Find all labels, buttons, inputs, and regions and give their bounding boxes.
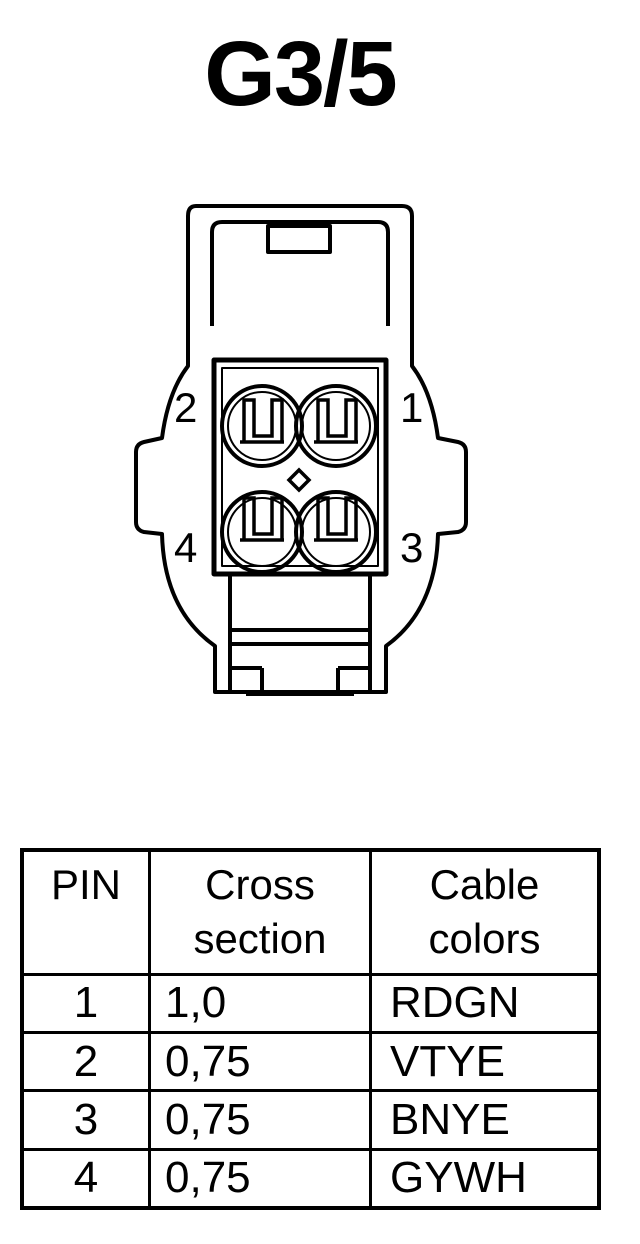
header-cross-section-line1: Cross — [205, 861, 315, 908]
pin-label-4: 4 — [174, 524, 197, 571]
cell-pin: 4 — [20, 1147, 151, 1210]
connector-diagram: 2 1 4 3 — [134, 204, 468, 696]
cell-cross-section: 0,75 — [148, 1089, 372, 1151]
polarization-diamond — [286, 467, 312, 493]
latch-inner-outline — [210, 220, 390, 326]
locking-tab — [266, 224, 332, 254]
cell-cable-color: RDGN — [369, 972, 601, 1034]
cell-pin: 2 — [20, 1030, 151, 1093]
table-row: 2 0,75 VTYE — [20, 1030, 601, 1093]
terminal-3 — [314, 496, 358, 542]
pin-label-2: 2 — [174, 384, 197, 431]
terminal-4 — [240, 496, 284, 542]
header-cable-colors-line2: colors — [428, 915, 541, 962]
cell-cross-section: 0,75 — [148, 1147, 372, 1210]
cell-cable-color: BNYE — [369, 1089, 601, 1151]
cavity-frame — [211, 357, 389, 577]
cell-cross-section: 1,0 — [148, 972, 372, 1034]
connector-title: G3/5 — [204, 23, 397, 125]
cell-cross-section: 0,75 — [148, 1030, 372, 1093]
pin-cavity-1 — [294, 384, 378, 468]
table-row: 3 0,75 BNYE — [20, 1089, 601, 1151]
table-header-row: PIN Cross section Cable colors — [20, 848, 601, 976]
cell-pin: 1 — [20, 972, 151, 1034]
cell-cable-color: VTYE — [369, 1030, 601, 1093]
terminal-2 — [240, 398, 284, 444]
pin-cavity-4 — [220, 490, 304, 574]
pin-label-1: 1 — [400, 384, 423, 431]
header-pin: PIN — [20, 848, 151, 976]
header-cable-colors: Cable colors — [369, 848, 601, 976]
table-row: 1 1,0 RDGN — [20, 972, 601, 1034]
cavity-frame-inner — [221, 367, 379, 567]
pin-cavity-2 — [220, 384, 304, 468]
header-cable-colors-line1: Cable — [429, 861, 540, 908]
header-cross-section-line2: section — [193, 915, 327, 962]
pin-assignment-table: PIN Cross section Cable colors 1 1,0 RDG… — [20, 848, 601, 1210]
header-cross-section: Cross section — [148, 848, 372, 976]
terminal-1 — [314, 398, 358, 444]
pin-cavity-3 — [294, 490, 378, 574]
pin-label-3: 3 — [400, 524, 423, 571]
table-row: 4 0,75 GYWH — [20, 1147, 601, 1210]
cell-cable-color: GYWH — [369, 1147, 601, 1210]
cell-pin: 3 — [20, 1089, 151, 1151]
connector-housing-outline — [134, 204, 468, 694]
